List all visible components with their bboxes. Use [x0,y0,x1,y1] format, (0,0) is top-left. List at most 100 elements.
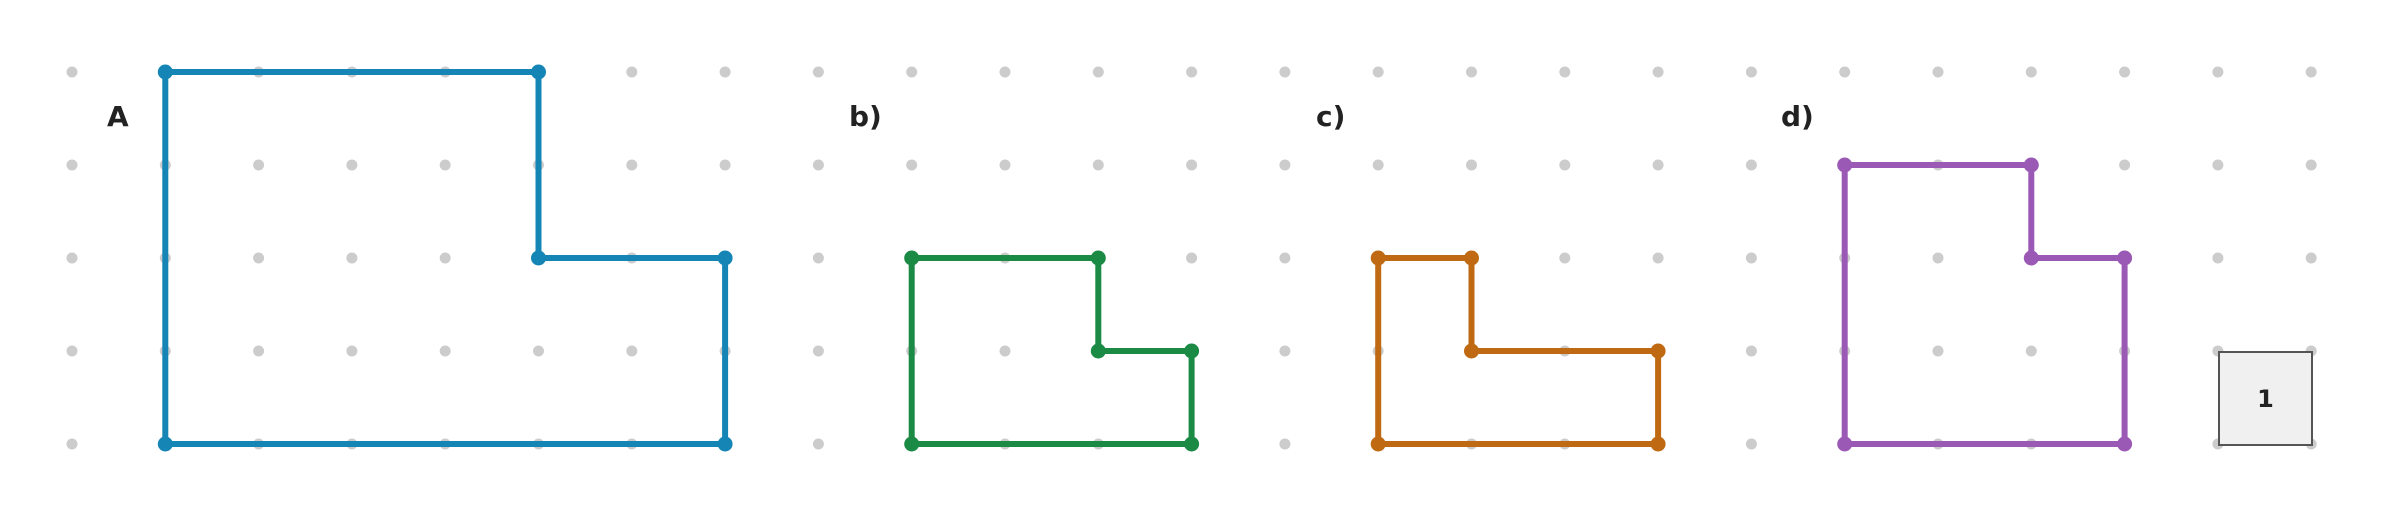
shape-b-vertex [1184,343,1200,359]
grid-dot [533,345,544,357]
shape-d-vertex [2023,157,2039,173]
grid-dot [2212,252,2224,264]
grid-dot [1652,66,1664,78]
grid-dot [66,438,78,450]
grid-dot [253,252,265,264]
shapes-layer [157,64,2133,452]
shape-a-vertex [157,64,173,80]
grid-dot [66,252,78,264]
grid-dot [906,66,918,78]
grid-dot [1466,159,1477,171]
shape-b-vertex [1090,250,1106,266]
grid-dot [812,66,824,78]
grid-dot [2212,66,2224,78]
shape-b-vertex [904,436,920,452]
grid-dot [1092,159,1104,171]
shape-c-vertex [1650,343,1666,359]
grid-dot [66,66,78,78]
shape-a-vertex [717,250,733,266]
grid-dot [346,252,358,264]
shape-d-vertex [2117,250,2133,266]
grid-dot [1745,252,1757,264]
grid-dot [2119,159,2131,171]
grid-dot [1745,159,1757,171]
grid-dot [1279,159,1291,171]
grid-dot [253,345,265,357]
grid-dot [1372,66,1384,78]
grid-dot [1279,252,1291,264]
grid-dot [1745,345,1757,357]
shape-c-vertex [1370,436,1386,452]
shape-b-outline [908,255,1195,447]
grid-dot [999,345,1011,357]
shape-d-vertex [1837,157,1853,173]
unit-square-label: 1 [2257,385,2274,413]
grid-dot [1932,345,1944,357]
grid-dot [1652,159,1664,171]
shape-d-vertex [1837,436,1853,452]
grid-dot [1186,66,1198,78]
label-b: b) [849,100,882,133]
grid-dot [66,345,78,357]
grid-dot [1279,66,1291,78]
grid-dot [626,66,638,78]
grid-dot [1186,159,1198,171]
grid-dot [1559,66,1571,78]
shape-d-vertex [2117,436,2133,452]
grid-dot [1559,159,1571,171]
grid-dot [439,345,451,357]
grid-dot [812,159,824,171]
label-a: A [107,100,129,133]
shape-a-vertex [531,64,546,80]
grid-dot [1279,345,1291,357]
grid-dot [626,159,638,171]
grid-dot [1839,66,1851,78]
shape-c-vertex [1370,250,1386,266]
shape-b-vertex [1184,436,1200,452]
grid-dot [2119,66,2131,78]
shape-a-vertex [717,436,733,452]
grid-dot [1932,252,1944,264]
shape-d-vertex [2023,250,2039,266]
grid-dot [1466,66,1477,78]
grid-dot [719,159,731,171]
grid-dot [719,66,731,78]
grid-dot [2305,252,2317,264]
grid-dot [2305,66,2317,78]
shape-a-vertex [157,436,173,452]
shape-a-vertex [531,250,546,266]
grid-dot [1092,66,1104,78]
label-d: d) [1781,100,1814,133]
grid-dot [812,252,824,264]
grid-dot [2025,345,2037,357]
grid-dot [346,159,358,171]
grid-dot [1186,252,1198,264]
grid-dot [626,345,638,357]
grid-dot [439,159,451,171]
grid-dot [812,345,824,357]
grid-dot [1745,66,1757,78]
grid-dot [1932,66,1944,78]
shape-b-vertex [1090,343,1106,359]
grid-dot [346,345,358,357]
grid-dot [66,159,78,171]
grid-dot [2025,66,2037,78]
shape-d-outline [1841,162,2128,447]
grid-dot [2305,159,2317,171]
grid-dot [1559,252,1571,264]
grid-dot [1745,438,1757,450]
shape-b-vertex [904,250,920,266]
grid-dot [2212,159,2224,171]
grid-dot [906,159,918,171]
label-c: c) [1316,100,1345,133]
grid-dot [1372,159,1384,171]
unit-square [2218,351,2313,446]
shape-c-vertex [1464,250,1479,266]
grid-dot [1652,252,1664,264]
unit-square-group: 1 [2218,351,2313,446]
grid-dot [812,438,824,450]
grid-dot [253,159,265,171]
shape-c-vertex [1650,436,1666,452]
shape-c-vertex [1464,343,1479,359]
